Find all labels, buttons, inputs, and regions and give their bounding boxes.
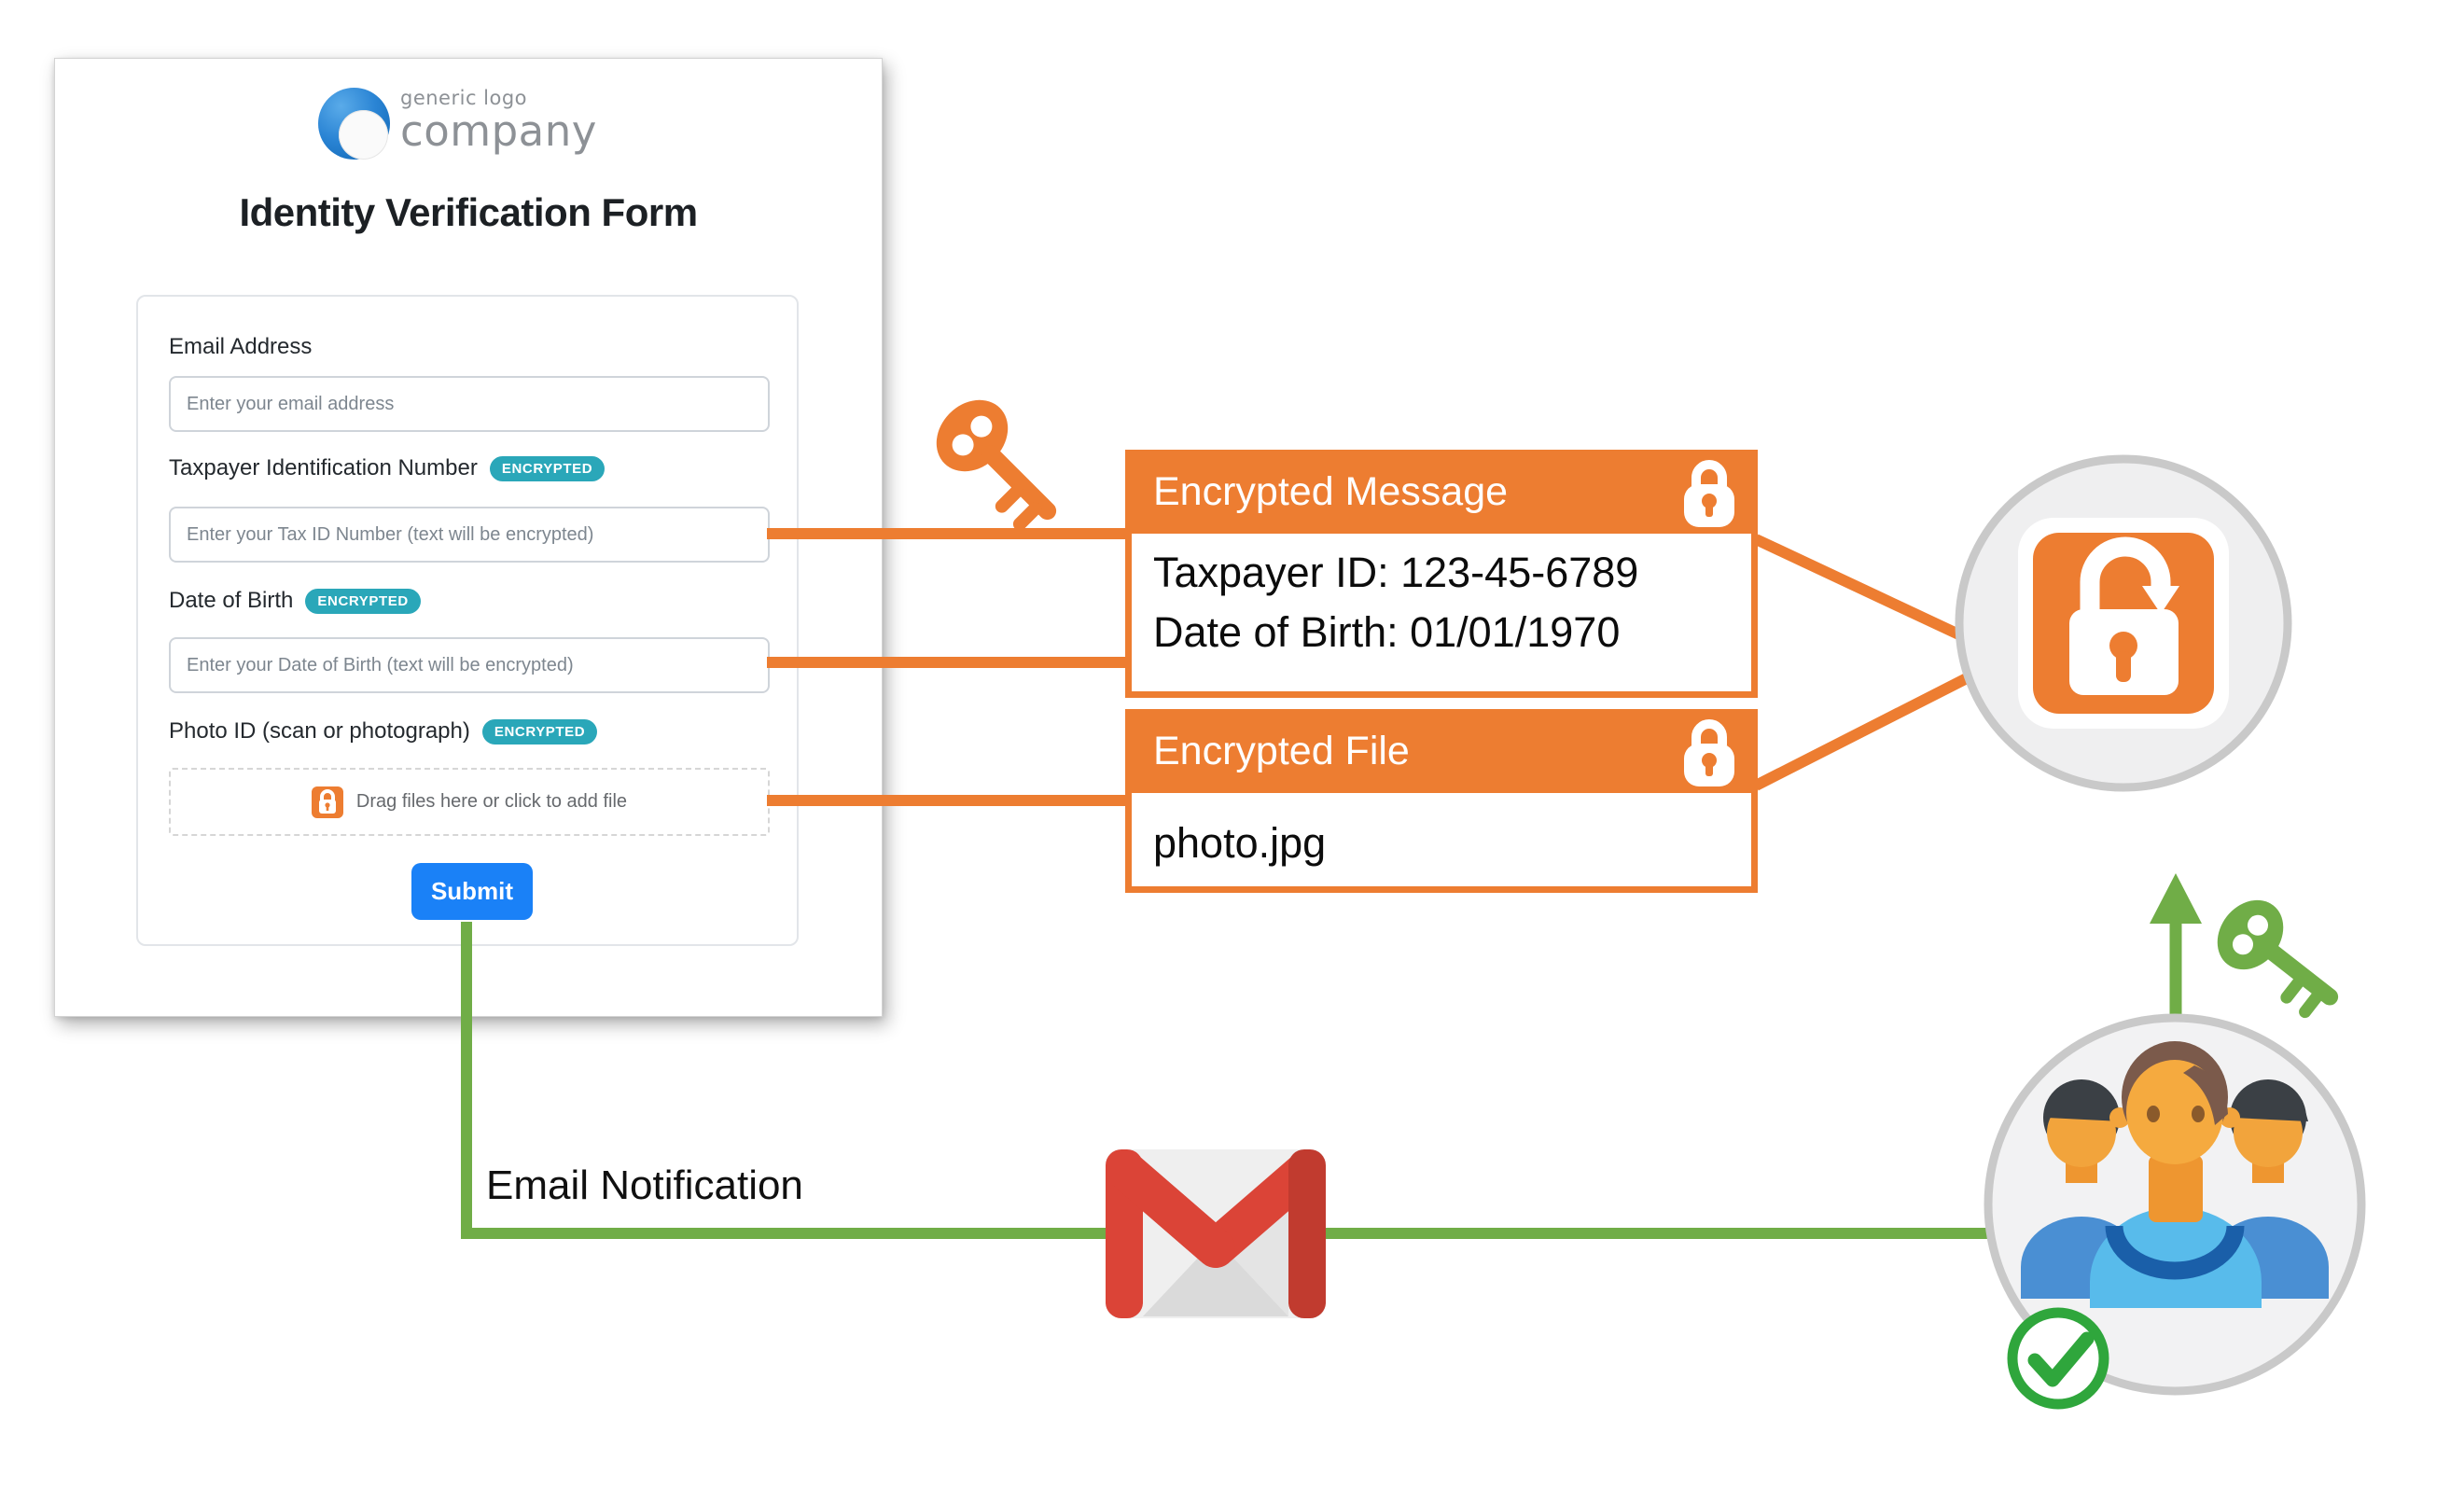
tax-id-label: Taxpayer Identification Number ENCRYPTED bbox=[169, 455, 606, 481]
encrypted-badge: ENCRYPTED bbox=[305, 588, 421, 614]
encrypted-file-body: photo.jpg bbox=[1125, 793, 1758, 893]
connector-file-to-lock bbox=[1753, 673, 1970, 791]
encrypted-file-box: Encrypted File photo.jpg bbox=[1125, 709, 1758, 893]
encrypted-message-header: Encrypted Message bbox=[1125, 450, 1758, 534]
identity-form-card: generic logo company Identity Verificati… bbox=[54, 58, 883, 1017]
company-logo-text: generic logo company bbox=[400, 87, 597, 156]
file-drop-zone[interactable]: Drag files here or click to add file bbox=[169, 768, 770, 836]
photo-id-label-text: Photo ID (scan or photograph) bbox=[169, 718, 470, 744]
upload-lock-icon bbox=[311, 786, 343, 818]
dob-field[interactable] bbox=[169, 637, 770, 693]
encrypted-message-box: Encrypted Message Taxpayer ID: 123-45-67… bbox=[1125, 450, 1758, 698]
connector-message-to-lock bbox=[1753, 534, 1970, 644]
person-right-icon bbox=[2207, 1079, 2329, 1299]
page-title: Identity Verification Form bbox=[239, 190, 698, 234]
tax-id-label-text: Taxpayer Identification Number bbox=[169, 455, 478, 480]
photo-id-label: Photo ID (scan or photograph) ENCRYPTED bbox=[169, 718, 598, 745]
unlock-icon bbox=[2069, 536, 2179, 695]
encryption-key-icon bbox=[936, 399, 1057, 531]
gmail-icon bbox=[1106, 1149, 1326, 1318]
encrypted-message-body: Taxpayer ID: 123-45-6789 Date of Birth: … bbox=[1125, 534, 1758, 698]
form-fields-panel: Email Address Taxpayer Identification Nu… bbox=[136, 295, 799, 946]
decryption-key-icon bbox=[2217, 899, 2339, 1019]
logo-company-name: company bbox=[400, 106, 597, 156]
key-up-arrow bbox=[2150, 873, 2202, 1019]
submit-button[interactable]: Submit bbox=[411, 863, 533, 920]
email-field[interactable] bbox=[169, 376, 770, 432]
dob-label: Date of Birth ENCRYPTED bbox=[169, 588, 421, 614]
tax-id-field[interactable] bbox=[169, 507, 770, 563]
encrypted-badge: ENCRYPTED bbox=[489, 455, 606, 481]
dob-label-text: Date of Birth bbox=[169, 588, 294, 613]
encrypted-file-title: Encrypted File bbox=[1153, 728, 1410, 773]
recipients-circle bbox=[1984, 1013, 2366, 1396]
email-notification-label: Email Notification bbox=[486, 1162, 803, 1208]
verified-check-icon bbox=[2007, 1307, 2109, 1410]
email-label-text: Email Address bbox=[169, 334, 313, 359]
decrypt-circle bbox=[1955, 454, 2292, 792]
email-label: Email Address bbox=[169, 334, 312, 360]
drop-zone-text: Drag files here or click to add file bbox=[355, 791, 628, 812]
encrypted-badge: ENCRYPTED bbox=[481, 718, 598, 745]
logo-tagline: generic logo bbox=[400, 87, 528, 109]
encrypted-file-header: Encrypted File bbox=[1125, 709, 1758, 793]
encrypted-file-name: photo.jpg bbox=[1153, 819, 1327, 867]
lock-icon bbox=[1684, 719, 1734, 786]
encrypted-message-line: Date of Birth: 01/01/1970 bbox=[1153, 608, 1621, 656]
person-left-icon bbox=[2021, 1079, 2142, 1299]
recipients-node bbox=[1984, 1013, 2366, 1410]
decryption-node bbox=[1955, 454, 2292, 792]
lock-icon bbox=[1684, 460, 1734, 527]
person-center-icon bbox=[2090, 1041, 2262, 1308]
encrypted-message-title: Encrypted Message bbox=[1153, 468, 1509, 514]
company-logo-inner-circle bbox=[339, 110, 388, 160]
encrypted-message-line: Taxpayer ID: 123-45-6789 bbox=[1153, 549, 1639, 596]
